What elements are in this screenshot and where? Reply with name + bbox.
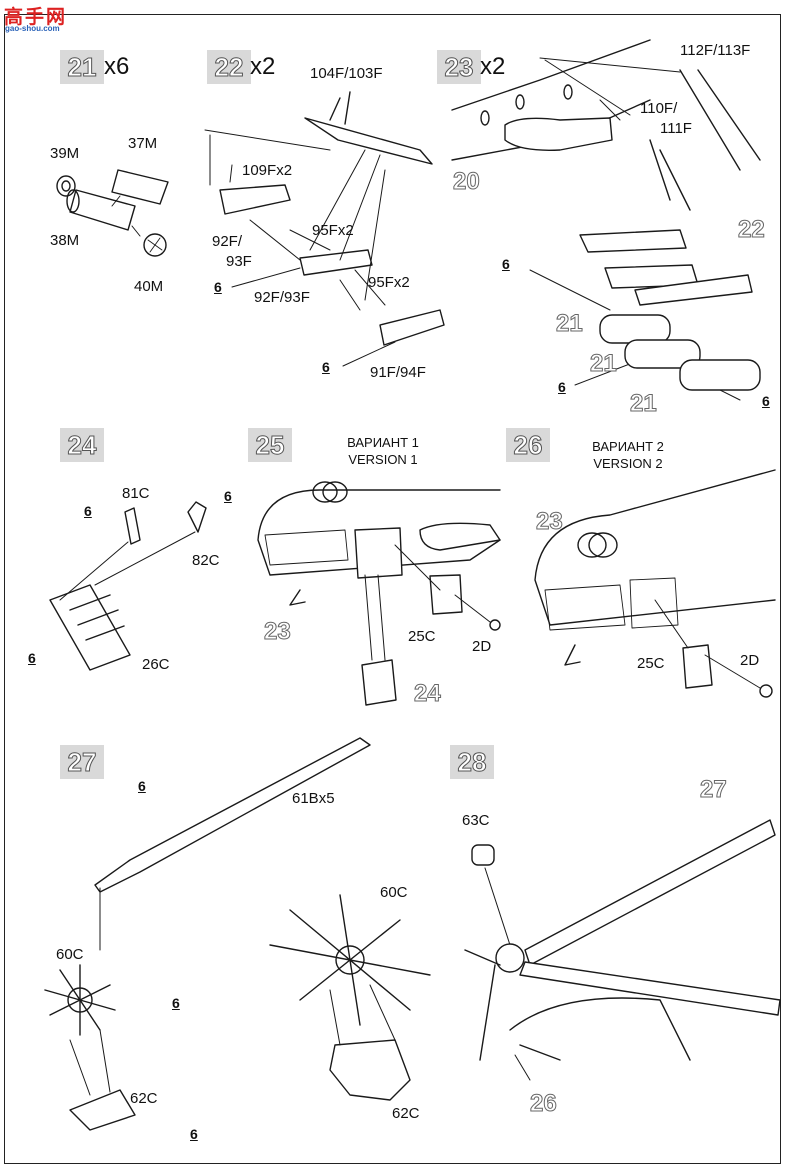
part-label-104f-103f: 104F/103F — [310, 65, 383, 82]
variant-2-ru: ВАРИАНТ 2 — [592, 439, 664, 454]
part-label-92f: 92F/ — [212, 233, 243, 250]
part-label-112f-113f: 112F/113F — [680, 42, 751, 59]
ref-step-21-b: 21 — [590, 350, 618, 378]
part-label-60c-b: 60C — [380, 884, 408, 901]
step-23-badge: 23 — [437, 50, 481, 84]
step-28-badge: 28 — [450, 745, 494, 779]
paint-ref-6-step27-c: 6 — [190, 1126, 198, 1142]
ref-step-21-a: 21 — [556, 310, 584, 338]
paint-ref-6-step23-b: 6 — [558, 379, 566, 395]
variant-1-en: VERSION 1 — [348, 452, 418, 467]
part-label-40m: 40M — [134, 278, 164, 295]
paint-ref-6-step24-a: 6 — [84, 503, 92, 519]
watermark-logo: 高手网 gao-shou.com — [4, 2, 74, 36]
part-label-26c: 26C — [142, 656, 170, 673]
paint-ref-6-step23-c: 6 — [762, 393, 770, 409]
assembled-rotor-illustration — [464, 819, 781, 1081]
watermark-site-url: gao-shou.com — [5, 24, 60, 33]
part-label-109f: 109Fx2 — [242, 162, 293, 179]
rotor-blade-hub-illustration — [44, 737, 431, 1131]
step-24-badge: 24 — [60, 428, 104, 462]
part-label-95f-a: 95Fx2 — [312, 222, 354, 239]
paint-ref-6-step22-a: 6 — [214, 279, 222, 295]
ref-step-23-v1: 23 — [264, 618, 292, 646]
instruction-sheet-frame — [4, 14, 781, 1164]
part-label-82c: 82C — [192, 552, 220, 569]
helicopter-nose-v1-illustration — [257, 481, 501, 706]
paint-ref-6-step27-a: 6 — [138, 778, 146, 794]
part-label-25c-v2: 25C — [637, 655, 665, 672]
boarding-ladder-illustration — [49, 501, 207, 671]
paint-ref-6-step23-a: 6 — [502, 256, 510, 272]
helicopter-nose-v2-illustration — [534, 469, 776, 698]
rocket-pod-illustration — [56, 169, 169, 257]
part-label-93f: 93F — [226, 253, 252, 270]
part-label-62c-b: 62C — [392, 1105, 420, 1122]
part-label-60c-a: 60C — [56, 946, 84, 963]
ref-step-20: 20 — [453, 168, 481, 196]
part-label-95f-b: 95Fx2 — [368, 274, 410, 291]
part-label-37m: 37M — [128, 135, 158, 152]
step-22-quantity: x2 — [250, 53, 276, 80]
ref-step-21-c: 21 — [630, 390, 658, 418]
paint-ref-6-step24-b: 6 — [224, 488, 232, 504]
part-label-62c-a: 62C — [130, 1090, 158, 1107]
step-21-quantity: x6 — [104, 53, 130, 80]
part-label-61b: 61Bx5 — [292, 790, 335, 807]
part-label-110f: 110F/ — [640, 100, 678, 117]
paint-ref-6-step27-b: 6 — [172, 995, 180, 1011]
variant-2-en: VERSION 2 — [593, 456, 663, 471]
variant-1-heading: ВАРИАНТ 1 VERSION 1 — [328, 434, 438, 468]
step-27-badge: 27 — [60, 745, 104, 779]
part-label-63c: 63C — [462, 812, 490, 829]
step-23-quantity: x2 — [480, 53, 506, 80]
part-label-25c-v1: 25C — [408, 628, 436, 645]
part-label-2d-v2: 2D — [740, 652, 760, 669]
part-label-39m: 39M — [50, 145, 80, 162]
fuselage-pylon-illustration — [451, 39, 761, 401]
part-label-91f-94f: 91F/94F — [370, 364, 426, 381]
variant-2-heading: ВАРИАНТ 2 VERSION 2 — [573, 438, 683, 472]
part-label-38m: 38M — [50, 232, 80, 249]
part-label-92f-93f: 92F/93F — [254, 289, 310, 306]
ref-step-24: 24 — [414, 680, 442, 708]
ref-step-27: 27 — [700, 776, 728, 804]
ref-step-26: 26 — [530, 1090, 558, 1118]
step-26-badge: 26 — [506, 428, 550, 462]
step-22-badge: 22 — [207, 50, 251, 84]
part-label-2d-v1: 2D — [472, 638, 492, 655]
pylon-frame-illustration — [204, 91, 445, 367]
paint-ref-6-step24-c: 6 — [28, 650, 36, 666]
step-25-badge: 25 — [248, 428, 292, 462]
watermark-site-name: 高手网 — [4, 6, 68, 28]
variant-1-ru: ВАРИАНТ 1 — [347, 435, 419, 450]
part-label-81c: 81C — [122, 485, 150, 502]
ref-step-22: 22 — [738, 216, 766, 244]
step-21-badge: 21 — [60, 50, 104, 84]
ref-step-23-v2: 23 — [536, 508, 564, 536]
part-label-111f: 111F — [660, 120, 692, 137]
paint-ref-6-step22-b: 6 — [322, 359, 330, 375]
